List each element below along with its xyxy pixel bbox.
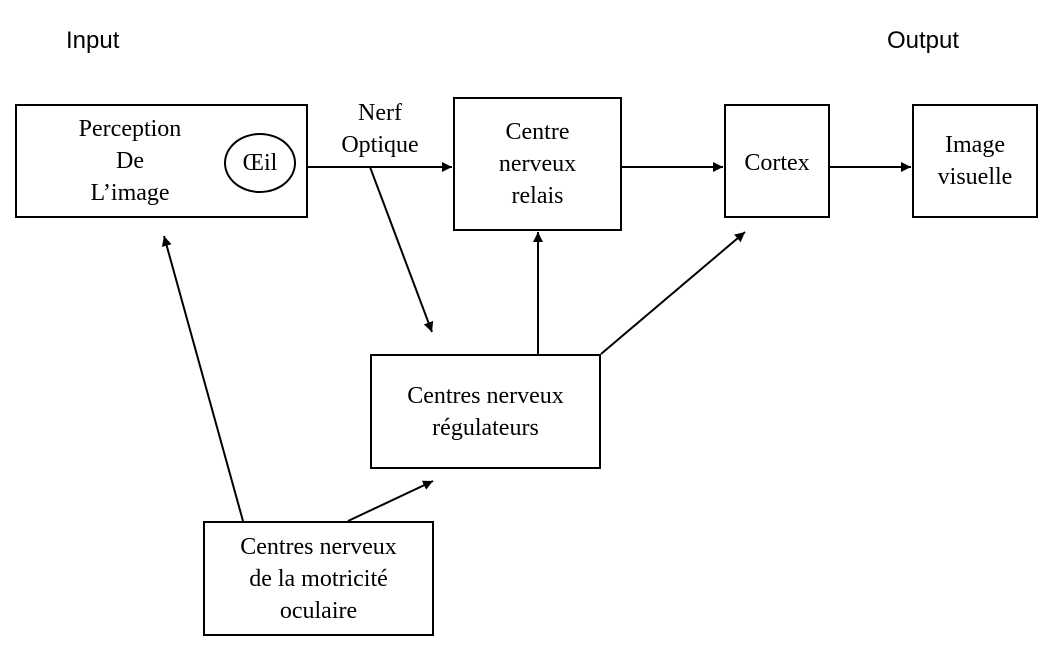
node-centre-relais: Centre nerveux relais (453, 97, 622, 231)
node-cortex: Cortex (724, 104, 830, 218)
node-image-visuelle: Image visuelle (912, 104, 1038, 218)
arrow-motricite-to-perception (161, 235, 244, 522)
arrow-motricite-to-regulateurs (347, 480, 434, 522)
node-centre-relais-text: Centre nerveux relais (498, 119, 577, 209)
node-centres-motricite: Centres nerveux de la motricité oculaire (203, 521, 434, 636)
input-label: Input (66, 27, 120, 54)
node-perception: Perception De L’image (15, 104, 308, 218)
node-cortex-text: Cortex (744, 150, 810, 176)
arrow-regulateurs-to-cortex (600, 231, 746, 355)
node-image-visuelle-text: Image visuelle (937, 132, 1013, 190)
eye-circle: Œil (224, 133, 296, 193)
edge-label-nerf-optique: Nerf Optique (341, 100, 419, 158)
output-label: Output (887, 27, 960, 54)
node-centres-motricite-text: Centres nerveux de la motricité oculaire (240, 533, 397, 624)
arrow-nerf-optique-to-regulateurs (369, 166, 434, 333)
node-perception-text: Perception De L’image (78, 116, 182, 206)
node-centres-regulateurs-text: Centres nerveux régulateurs (407, 382, 564, 441)
eye-label: Œil (242, 149, 278, 176)
node-centres-regulateurs: Centres nerveux régulateurs (370, 354, 601, 469)
